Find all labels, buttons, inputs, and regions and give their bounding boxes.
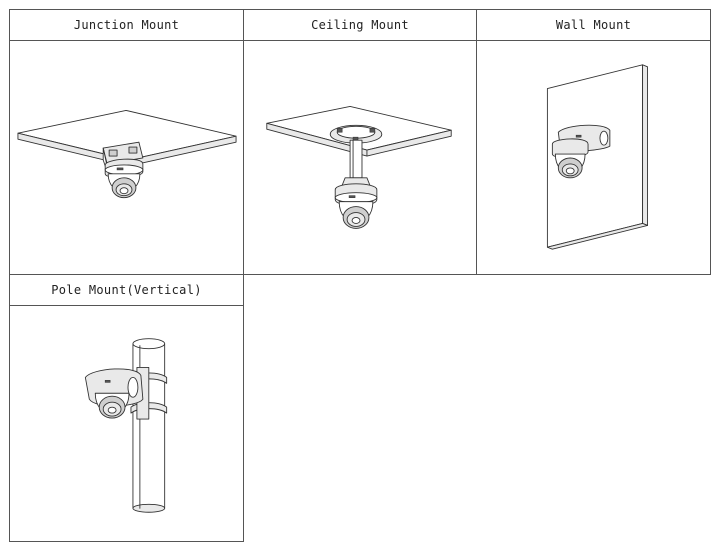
junction-mount-cell: Junction Mount — [9, 9, 244, 275]
wall-mount-illustration — [477, 41, 710, 274]
junction-mount-illustration — [10, 41, 243, 274]
ceiling-mount-illustration — [244, 41, 476, 274]
wall-mount-title: Wall Mount — [477, 10, 710, 41]
pole-mount-title: Pole Mount(Vertical) — [10, 275, 243, 306]
ceiling-mount-title: Ceiling Mount — [244, 10, 476, 41]
junction-mount-title: Junction Mount — [10, 10, 243, 41]
ceiling-mount-cell: Ceiling Mount — [243, 9, 477, 275]
pole-mount-illustration — [10, 306, 243, 541]
pole-mount-cell: Pole Mount(Vertical) — [9, 274, 244, 542]
wall-mount-cell: Wall Mount — [476, 9, 711, 275]
